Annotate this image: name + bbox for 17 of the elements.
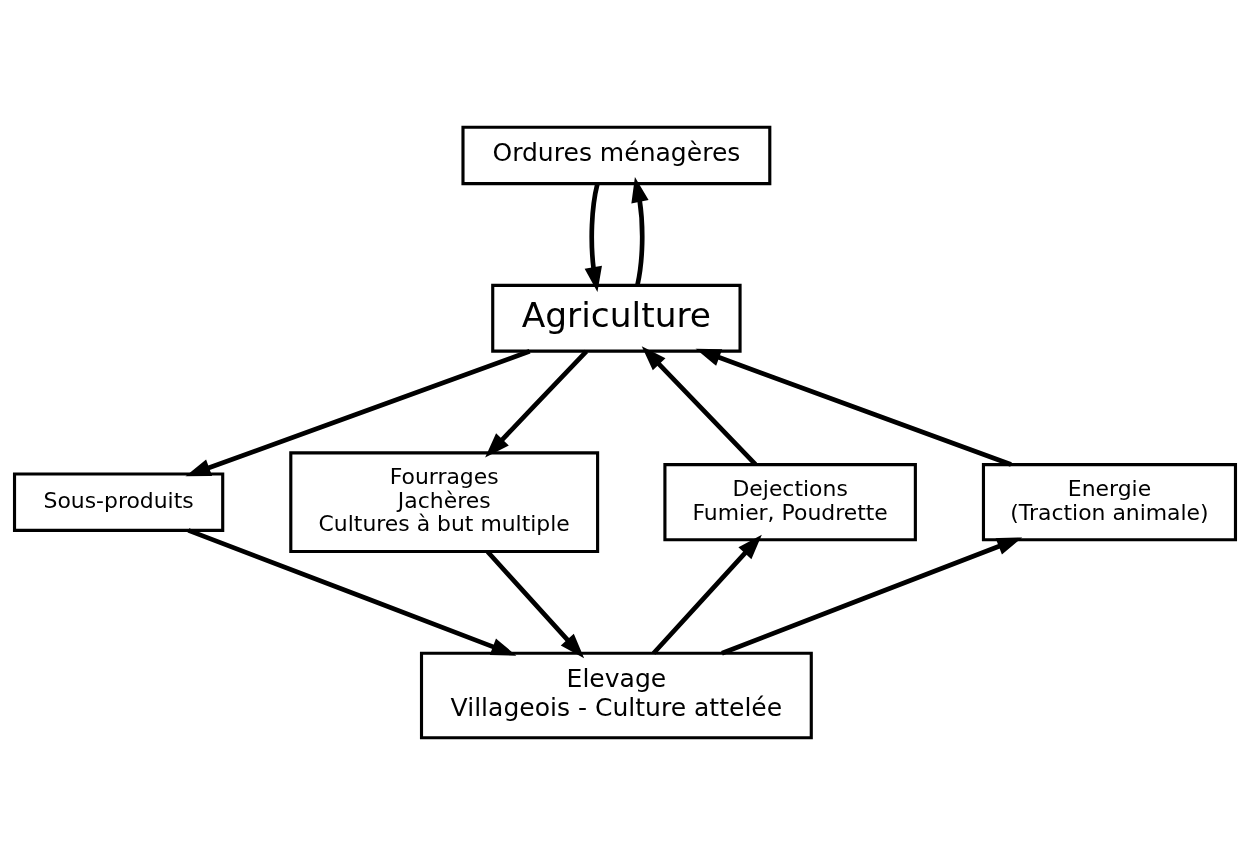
node-box: Dejections Fumier, Poudrette (663, 463, 917, 542)
arrow (651, 534, 762, 655)
arrow (187, 528, 517, 656)
arrow (485, 349, 589, 458)
arrow (485, 550, 585, 659)
arrow (185, 349, 531, 477)
node-box: Agriculture (491, 283, 742, 353)
node-box: Elevage Villageois - Culture attelée (419, 651, 813, 740)
arrow (631, 177, 649, 286)
arrow (584, 183, 602, 293)
arrow (721, 537, 1023, 656)
node-box: Ordures ménagères (461, 125, 772, 186)
arrow (695, 348, 1012, 467)
node-box: Sous-produits (12, 472, 225, 532)
node-box: Fourrages Jachères Cultures à but multiple (289, 451, 600, 554)
arrow (641, 346, 758, 467)
node-box: Energie (Traction animale) (981, 463, 1238, 542)
